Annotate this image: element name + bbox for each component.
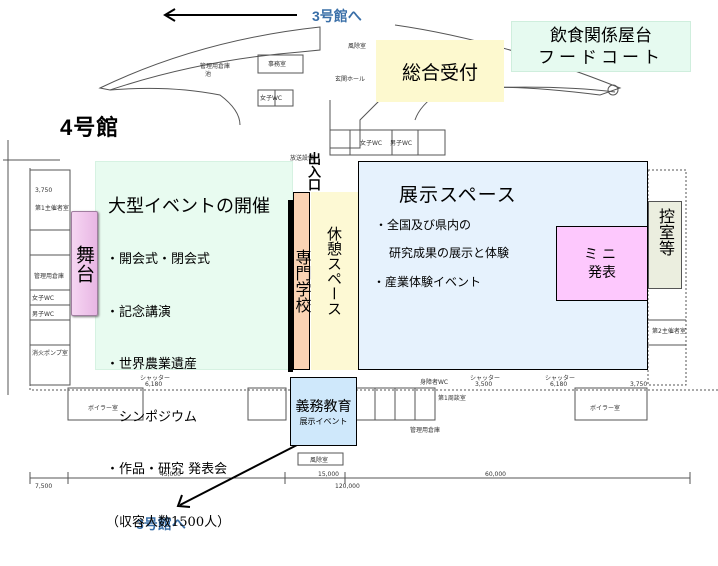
- compulsory-education-line2: 展示イベント: [299, 417, 348, 426]
- dim-3750-left: 3,750: [35, 187, 52, 194]
- dim-120000: 120,000: [335, 483, 360, 490]
- boiler-label-left: ボイラー室: [88, 404, 118, 412]
- arrow-to-building3-bottom: [179, 444, 298, 506]
- dim-60000: 60,000: [485, 471, 506, 478]
- waiting-room-2-label: 第2主催者室: [652, 327, 686, 335]
- windbreak-label-top: 風除室: [348, 42, 366, 50]
- wc-female-label: 女子WC: [360, 139, 382, 147]
- wc-male-left: 男子WC: [32, 311, 54, 318]
- exhibition-item: ・産業体験イベント: [373, 275, 482, 289]
- canopy-outline: [98, 26, 321, 91]
- exhibition-title: 展示スペース: [399, 184, 517, 206]
- dim-6180-left: 6,180: [145, 381, 162, 388]
- mini-presentation-zone: ミニ 発表: [556, 226, 648, 301]
- shutter-label-right: シャッター: [545, 374, 575, 382]
- entrance-label: 出入口: [305, 152, 320, 191]
- floor-plan-drawing: 管理用倉庫 池 事務室 風除室 玄関ホール 女子WC 放送設備 女子WC 男子W…: [3, 8, 718, 508]
- vocational-school-label: 専門学校: [292, 249, 312, 313]
- wc-male-label: 男子WC: [390, 140, 412, 147]
- large-event-item: ・記念講演: [106, 304, 172, 320]
- to-building3-bottom-label[interactable]: 3号館へ: [136, 516, 186, 532]
- large-event-item: ・世界農業遺産: [106, 357, 198, 372]
- wc-female-left: 女子WC: [32, 294, 54, 302]
- reception-zone: 総合受付: [376, 40, 504, 102]
- shutter-label-mid: シャッター: [470, 374, 500, 382]
- large-event-item: ・作品・研究 発表会: [106, 462, 228, 477]
- waiting-room-1-label: 第1主催者室: [35, 204, 69, 212]
- rest-space-label: 休憩スペース: [325, 226, 343, 316]
- large-event-item: シンポジウム: [106, 409, 198, 425]
- large-event-zone: 大型イベントの開催 ・開会式・閉会式 ・記念講演 ・世界農業遺産 シンポジウム …: [95, 161, 293, 530]
- meeting-room-label: 第1周談室: [438, 394, 466, 402]
- reception-label: 総合受付: [401, 61, 478, 84]
- storage-bottom-label: 管理用倉庫: [410, 426, 440, 434]
- waiting-room-zone: 控室等: [648, 201, 682, 289]
- windbreak-label-bottom: 風除室: [310, 456, 328, 464]
- storage-left-label: 管理用倉庫: [34, 272, 64, 280]
- exhibition-item: ・全国及び県内の: [375, 218, 472, 232]
- dim-3750-right: 3,750: [630, 381, 647, 388]
- stage-label: 舞台: [73, 244, 95, 283]
- large-event-title: 大型イベントの開催: [108, 196, 270, 217]
- waiting-room-label: 控室等: [656, 208, 675, 256]
- compulsory-education-line1: 義務教育: [295, 399, 352, 415]
- food-court-line2: フードコート: [538, 47, 664, 68]
- building-title: 4号館: [60, 115, 120, 140]
- partition-wall: [288, 200, 293, 372]
- dim-3500: 3,500: [475, 381, 492, 388]
- storage-label-top: 管理用倉庫: [200, 62, 230, 70]
- dim-15000: 15,000: [318, 471, 339, 478]
- disabled-wc-label: 身障者WC: [420, 378, 448, 386]
- dim-7500: 7,500: [35, 483, 52, 490]
- wc-female-top: 女子WC: [260, 94, 282, 102]
- broadcast-label: 放送設備: [290, 154, 314, 162]
- office-label: 事務室: [268, 60, 286, 68]
- large-event-item: ・開会式・閉会式: [106, 252, 211, 267]
- large-event-item: （収容人数1500人）: [106, 514, 231, 530]
- mini-presentation-line2: 発表: [588, 264, 616, 281]
- mini-presentation-line1: ミニ: [584, 246, 620, 263]
- boiler-label-right: ボイラー室: [590, 404, 620, 412]
- dim-45000: 45,000: [160, 471, 181, 478]
- food-court-line1: 飲食関係屋台: [550, 25, 652, 46]
- lobby-label: 玄関ホール: [335, 75, 365, 83]
- rest-space-zone: 休憩スペース: [311, 192, 358, 370]
- exhibition-item: 研究成果の展示と体験: [389, 246, 510, 260]
- large-event-list: ・開会式・閉会式 ・記念講演 ・世界農業遺産 シンポジウム ・作品・研究 発表会…: [106, 216, 230, 566]
- dim-6180-right: 6,180: [550, 381, 567, 388]
- to-building3-top-label[interactable]: 3号館へ: [312, 8, 362, 24]
- food-court-zone: 飲食関係屋台 フードコート: [511, 21, 691, 72]
- vocational-school-zone: 専門学校: [293, 192, 312, 370]
- fire-pump-label: 消火ポンプ室: [32, 349, 68, 357]
- compulsory-education-zone: 義務教育 展示イベント: [290, 377, 357, 446]
- pond-label: 池: [205, 70, 211, 78]
- stage-zone: 舞台: [71, 211, 98, 316]
- shutter-label-left: シャッター: [140, 374, 170, 382]
